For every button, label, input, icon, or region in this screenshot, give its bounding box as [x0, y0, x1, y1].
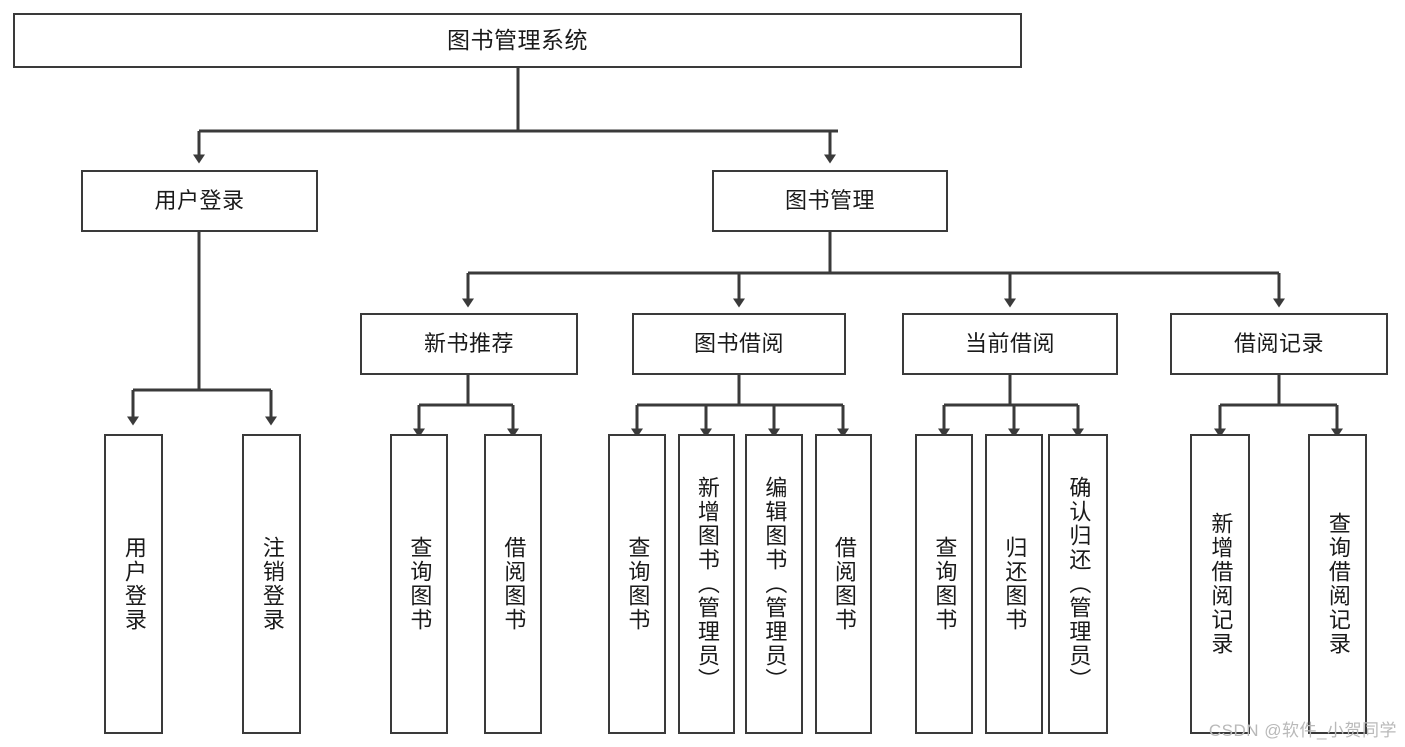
node-current-borrow-label: 当前借阅	[964, 330, 1055, 356]
leaf-label: 确认归还（管理员）	[1066, 476, 1092, 692]
leaf-label: 查询图书	[625, 536, 651, 632]
leaf-new-book-query[interactable]: 查询图书	[390, 434, 448, 734]
leaf-book-borrow-add[interactable]: 新增图书（管理员）	[678, 434, 735, 734]
node-current-borrow[interactable]: 当前借阅	[902, 313, 1118, 375]
leaf-label: 查询图书	[932, 536, 958, 632]
leaf-label: 注销登录	[259, 536, 285, 632]
node-root-label: 图书管理系统	[447, 26, 588, 53]
node-root[interactable]: 图书管理系统	[13, 13, 1022, 68]
leaf-borrow-record-query[interactable]: 查询借阅记录	[1308, 434, 1367, 734]
node-user-login-label: 用户登录	[154, 187, 245, 213]
leaf-label: 查询图书	[407, 536, 433, 632]
node-borrow-record-label: 借阅记录	[1233, 330, 1324, 356]
node-book-management[interactable]: 图书管理	[712, 170, 948, 232]
leaf-label: 用户登录	[121, 536, 147, 632]
node-new-book-recommend-label: 新书推荐	[423, 330, 514, 356]
node-book-borrow-label: 图书借阅	[693, 330, 784, 356]
leaf-current-borrow-confirm-return[interactable]: 确认归还（管理员）	[1048, 434, 1108, 734]
node-book-management-label: 图书管理	[784, 187, 875, 213]
node-new-book-recommend[interactable]: 新书推荐	[360, 313, 578, 375]
leaf-label: 借阅图书	[501, 536, 527, 632]
leaf-current-borrow-query[interactable]: 查询图书	[915, 434, 973, 734]
leaf-label: 借阅图书	[831, 536, 857, 632]
leaf-book-borrow-edit[interactable]: 编辑图书（管理员）	[745, 434, 803, 734]
node-borrow-record[interactable]: 借阅记录	[1170, 313, 1388, 375]
node-user-login[interactable]: 用户登录	[81, 170, 318, 232]
watermark: CSDN @软件_小贺同学	[1208, 721, 1397, 740]
leaf-user-login-logout[interactable]: 注销登录	[242, 434, 301, 734]
leaf-borrow-record-add[interactable]: 新增借阅记录	[1190, 434, 1250, 734]
leaf-label: 查询借阅记录	[1325, 512, 1351, 656]
leaf-book-borrow-query[interactable]: 查询图书	[608, 434, 666, 734]
leaf-book-borrow-lend[interactable]: 借阅图书	[815, 434, 872, 734]
leaf-label: 新增图书（管理员）	[694, 476, 720, 692]
leaf-label: 归还图书	[1002, 536, 1028, 632]
leaf-label: 新增借阅记录	[1208, 512, 1234, 656]
node-book-borrow[interactable]: 图书借阅	[632, 313, 846, 375]
leaf-label: 编辑图书（管理员）	[762, 476, 788, 692]
leaf-new-book-borrow[interactable]: 借阅图书	[484, 434, 542, 734]
leaf-current-borrow-return[interactable]: 归还图书	[985, 434, 1043, 734]
leaf-user-login-login[interactable]: 用户登录	[104, 434, 163, 734]
